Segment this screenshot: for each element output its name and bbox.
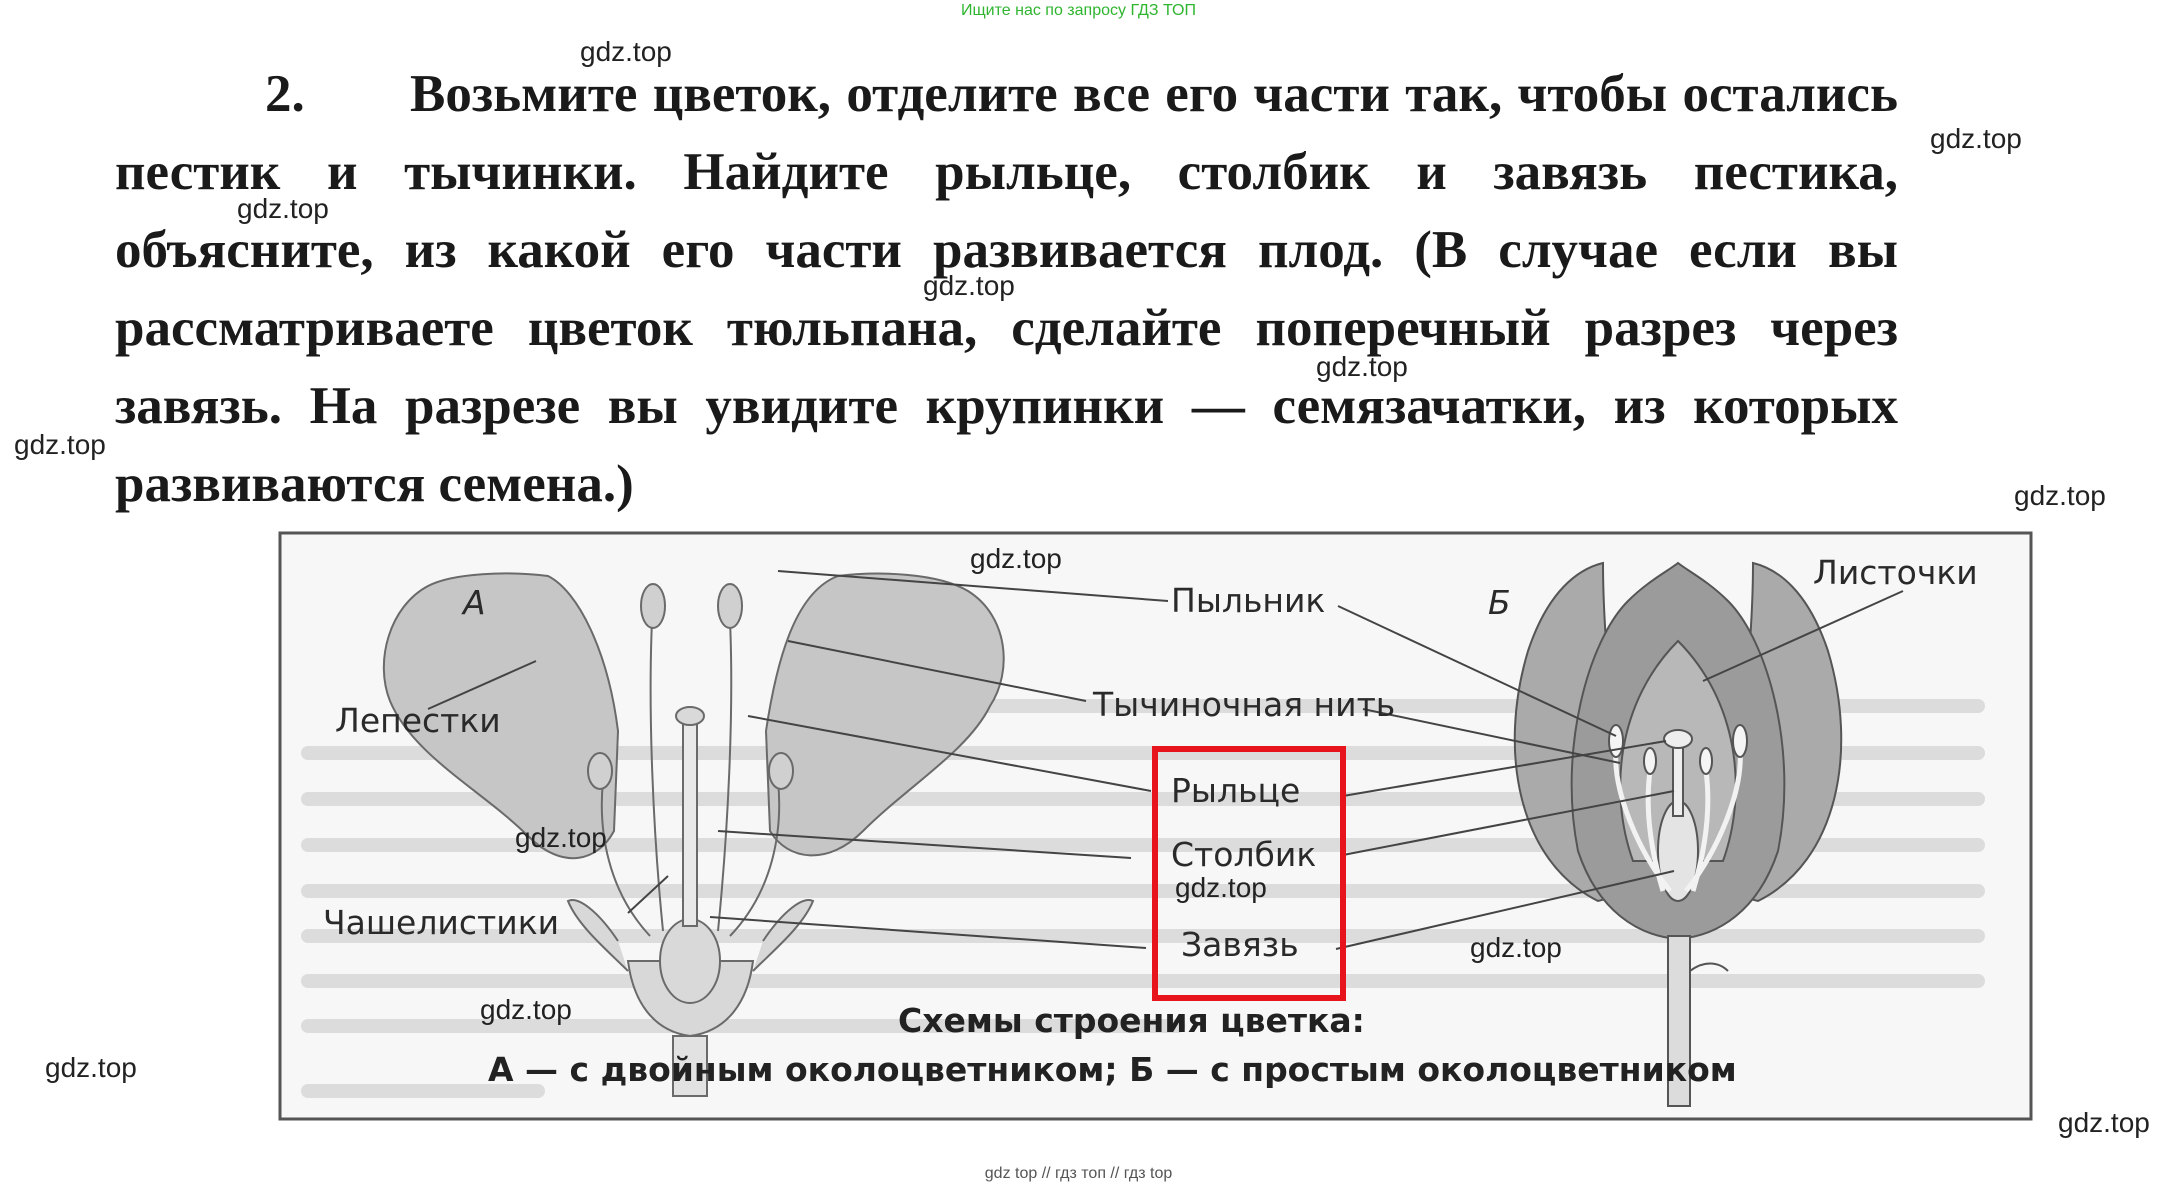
- watermark: gdz.top: [2058, 1107, 2150, 1138]
- watermark: gdz.top: [14, 429, 106, 460]
- flower-structure-figure: А Б Лепестки Чашелистики Пыльник Тычиноч…: [278, 531, 2033, 1121]
- watermark: gdz.top: [1930, 123, 2022, 154]
- anther-a1: [640, 583, 666, 629]
- label-style: Столбик: [1171, 835, 1317, 874]
- label-stigma: Рыльце: [1171, 771, 1301, 810]
- figure-caption-text: А — с двойным околоцветником; Б — с прос…: [488, 1050, 1737, 1089]
- flower-a-drawing: [382, 572, 1005, 1097]
- anther-a3: [587, 752, 613, 790]
- stem-b: [1667, 935, 1691, 1107]
- anther-a4: [768, 752, 794, 790]
- stem-a: [672, 1035, 708, 1097]
- label-sepals: Чашелистики: [323, 903, 560, 942]
- pistil-stigma-b: [1663, 729, 1693, 749]
- task-text-block: 2.Возьмите цветок, отделите все его част…: [115, 55, 1898, 523]
- watermark: gdz.top: [1316, 351, 1408, 382]
- task-text: Возьмите цветок, отделите все его части …: [115, 65, 1898, 513]
- pistil-style-a: [682, 720, 698, 927]
- label-petals: Лепестки: [335, 701, 501, 740]
- anther-b4: [1699, 747, 1713, 775]
- figure-caption-title: Схемы строения цветка:: [898, 1001, 1365, 1040]
- anther-b2: [1732, 724, 1748, 758]
- leader-lines: [427, 570, 1904, 950]
- pistil-stigma-a: [675, 706, 705, 726]
- petal-left: [382, 572, 620, 860]
- flower-b-drawing: [1513, 561, 1843, 1107]
- search-banner: Ищите нас по запросу ГДЗ ТОП: [961, 2, 1196, 19]
- figure-letter-a: А: [463, 583, 486, 622]
- label-ovary: Завязь: [1181, 925, 1299, 964]
- anther-b3: [1643, 747, 1657, 775]
- watermark: gdz.top: [237, 193, 329, 224]
- label-anther: Пыльник: [1171, 581, 1326, 620]
- flower-diagram-svg: [278, 531, 2033, 1121]
- watermark: gdz.top: [480, 994, 572, 1025]
- sepal-right: [752, 899, 815, 972]
- watermark: gdz.top: [1175, 872, 1267, 903]
- watermark: gdz.top: [515, 822, 607, 853]
- label-filament: Тычиночная нить: [1093, 685, 1396, 724]
- figure-letter-b: Б: [1488, 583, 1511, 622]
- sepal-left: [566, 899, 629, 972]
- anther-b1: [1608, 724, 1624, 758]
- watermark: gdz.top: [2014, 480, 2106, 511]
- footer-watermark: gdz top // гдз топ // гдз top: [984, 1165, 1173, 1182]
- label-leaflets: Листочки: [1813, 553, 1978, 592]
- watermark: gdz.top: [923, 270, 1015, 301]
- watermark: gdz.top: [45, 1052, 137, 1083]
- watermark: gdz.top: [580, 36, 672, 67]
- pistil-style-b: [1672, 745, 1684, 817]
- petal-right: [764, 572, 1005, 857]
- pistil-labels-highlight: [1152, 746, 1346, 1001]
- anther-a2: [717, 583, 743, 629]
- task-number: 2.: [265, 65, 305, 123]
- ovary-a: [659, 918, 721, 1004]
- watermark: gdz.top: [970, 543, 1062, 574]
- watermark: gdz.top: [1470, 932, 1562, 963]
